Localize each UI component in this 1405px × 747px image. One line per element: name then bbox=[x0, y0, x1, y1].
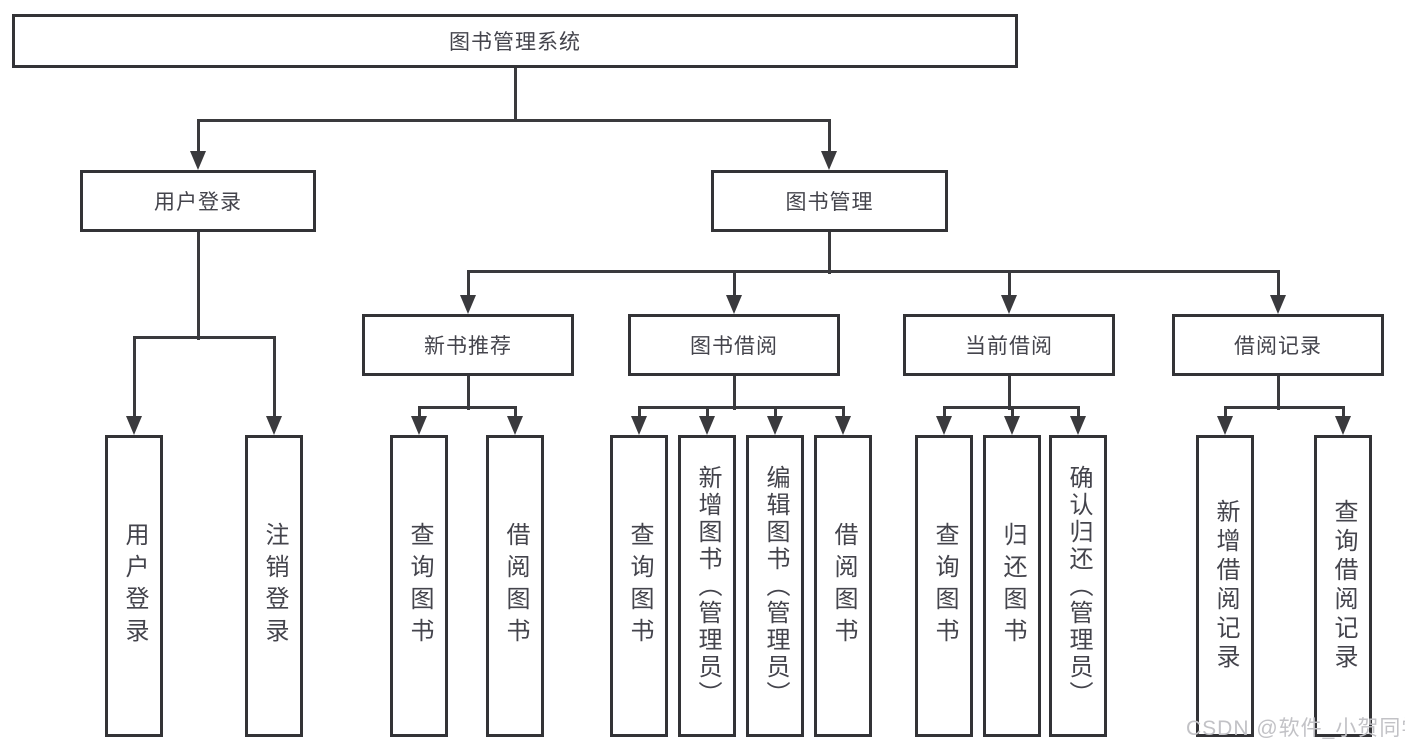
connector-line bbox=[1223, 405, 1345, 409]
node-user-login: 用户登录 bbox=[80, 170, 316, 232]
node-leaf-logout: 注销登录 bbox=[245, 435, 303, 737]
arrowhead-down bbox=[1004, 416, 1020, 435]
connector-line bbox=[1076, 407, 1080, 421]
node-label: 查询图书 bbox=[931, 522, 958, 650]
connector-line bbox=[1007, 271, 1011, 300]
connector-line bbox=[513, 68, 517, 122]
arrowhead-down bbox=[190, 151, 206, 170]
node-leaf-user-login: 用户登录 bbox=[105, 435, 163, 737]
node-label: 用户登录 bbox=[121, 522, 148, 650]
node-library-management-system: 图书管理系统 bbox=[12, 14, 1018, 68]
connector-line bbox=[1010, 407, 1014, 421]
node-book-management: 图书管理 bbox=[711, 170, 948, 232]
connector-line bbox=[841, 407, 845, 421]
arrowhead-down bbox=[1335, 416, 1351, 435]
node-label: 新书推荐 bbox=[424, 335, 512, 358]
node-label: 图书借阅 bbox=[690, 335, 778, 358]
node-bb-borrow-book: 借阅图书 bbox=[814, 435, 872, 737]
node-label: 归还图书 bbox=[999, 522, 1026, 650]
arrowhead-down bbox=[726, 295, 742, 314]
node-new-book-recommend: 新书推荐 bbox=[362, 314, 574, 376]
connector-line bbox=[732, 271, 736, 300]
connector-line bbox=[272, 337, 276, 421]
node-cb-confirm-return-admin: 确认归还（管理员） bbox=[1049, 435, 1107, 737]
arrowhead-down bbox=[767, 416, 783, 435]
arrowhead-down bbox=[1001, 295, 1017, 314]
connector-line bbox=[132, 335, 276, 339]
node-label: 查询图书 bbox=[406, 522, 433, 650]
node-br-query-record: 查询借阅记录 bbox=[1314, 435, 1372, 737]
connector-line bbox=[513, 407, 517, 421]
node-rec-query-book: 查询图书 bbox=[390, 435, 448, 737]
node-label: 图书管理系统 bbox=[449, 31, 581, 54]
connector-line bbox=[637, 405, 845, 409]
connector-line bbox=[827, 120, 831, 156]
node-rec-borrow-book: 借阅图书 bbox=[486, 435, 544, 737]
arrowhead-down bbox=[266, 416, 282, 435]
connector-line bbox=[1341, 407, 1345, 421]
connector-line bbox=[466, 269, 1280, 273]
node-label: 当前借阅 bbox=[965, 335, 1053, 358]
connector-line bbox=[773, 407, 777, 421]
connector-line bbox=[705, 407, 709, 421]
node-cb-return-book: 归还图书 bbox=[983, 435, 1041, 737]
node-label: 查询图书 bbox=[626, 522, 653, 650]
node-br-add-record: 新增借阅记录 bbox=[1196, 435, 1254, 737]
connector-line bbox=[466, 376, 470, 410]
node-label: 编辑图书（管理员） bbox=[762, 464, 789, 708]
node-bb-add-book-admin: 新增图书（管理员） bbox=[678, 435, 736, 737]
arrowhead-down bbox=[126, 416, 142, 435]
node-label: 借阅记录 bbox=[1234, 335, 1322, 358]
connector-line bbox=[417, 405, 517, 409]
arrowhead-down bbox=[1070, 416, 1086, 435]
connector-line bbox=[732, 376, 736, 410]
node-label: 查询借阅记录 bbox=[1330, 499, 1357, 673]
node-book-borrow: 图书借阅 bbox=[628, 314, 840, 376]
arrowhead-down bbox=[936, 416, 952, 435]
arrowhead-down bbox=[411, 416, 427, 435]
arrowhead-down bbox=[821, 151, 837, 170]
node-current-borrow: 当前借阅 bbox=[903, 314, 1115, 376]
node-label: 用户登录 bbox=[154, 191, 242, 214]
node-label: 图书管理 bbox=[785, 191, 874, 214]
node-borrow-record: 借阅记录 bbox=[1172, 314, 1384, 376]
node-bb-query-book: 查询图书 bbox=[610, 435, 668, 737]
arrowhead-down bbox=[1217, 416, 1233, 435]
csdn-watermark: CSDN @软件_小贺同学 bbox=[1186, 717, 1405, 740]
connector-line bbox=[827, 232, 831, 274]
node-bb-edit-book-admin: 编辑图书（管理员） bbox=[746, 435, 804, 737]
connector-line bbox=[417, 407, 421, 421]
node-label: 新增图书（管理员） bbox=[694, 464, 721, 708]
connector-line bbox=[1007, 376, 1011, 410]
connector-line bbox=[1276, 271, 1280, 300]
connector-line bbox=[196, 232, 200, 340]
connector-line bbox=[637, 407, 641, 421]
connector-line bbox=[942, 407, 946, 421]
connector-line bbox=[1276, 376, 1280, 410]
node-label: 借阅图书 bbox=[502, 522, 529, 650]
node-label: 确认归还（管理员） bbox=[1065, 464, 1092, 708]
connector-line bbox=[196, 118, 831, 122]
node-cb-query-book: 查询图书 bbox=[915, 435, 973, 737]
connector-line bbox=[1223, 407, 1227, 421]
connector-line bbox=[132, 337, 136, 421]
arrowhead-down bbox=[460, 295, 476, 314]
arrowhead-down bbox=[1270, 295, 1286, 314]
connector-line bbox=[466, 271, 470, 300]
node-label: 注销登录 bbox=[261, 522, 288, 650]
arrowhead-down bbox=[699, 416, 715, 435]
connector-line bbox=[196, 120, 200, 156]
node-label: 新增借阅记录 bbox=[1212, 499, 1239, 673]
arrowhead-down bbox=[835, 416, 851, 435]
arrowhead-down bbox=[631, 416, 647, 435]
node-label: 借阅图书 bbox=[830, 522, 857, 650]
arrowhead-down bbox=[507, 416, 523, 435]
